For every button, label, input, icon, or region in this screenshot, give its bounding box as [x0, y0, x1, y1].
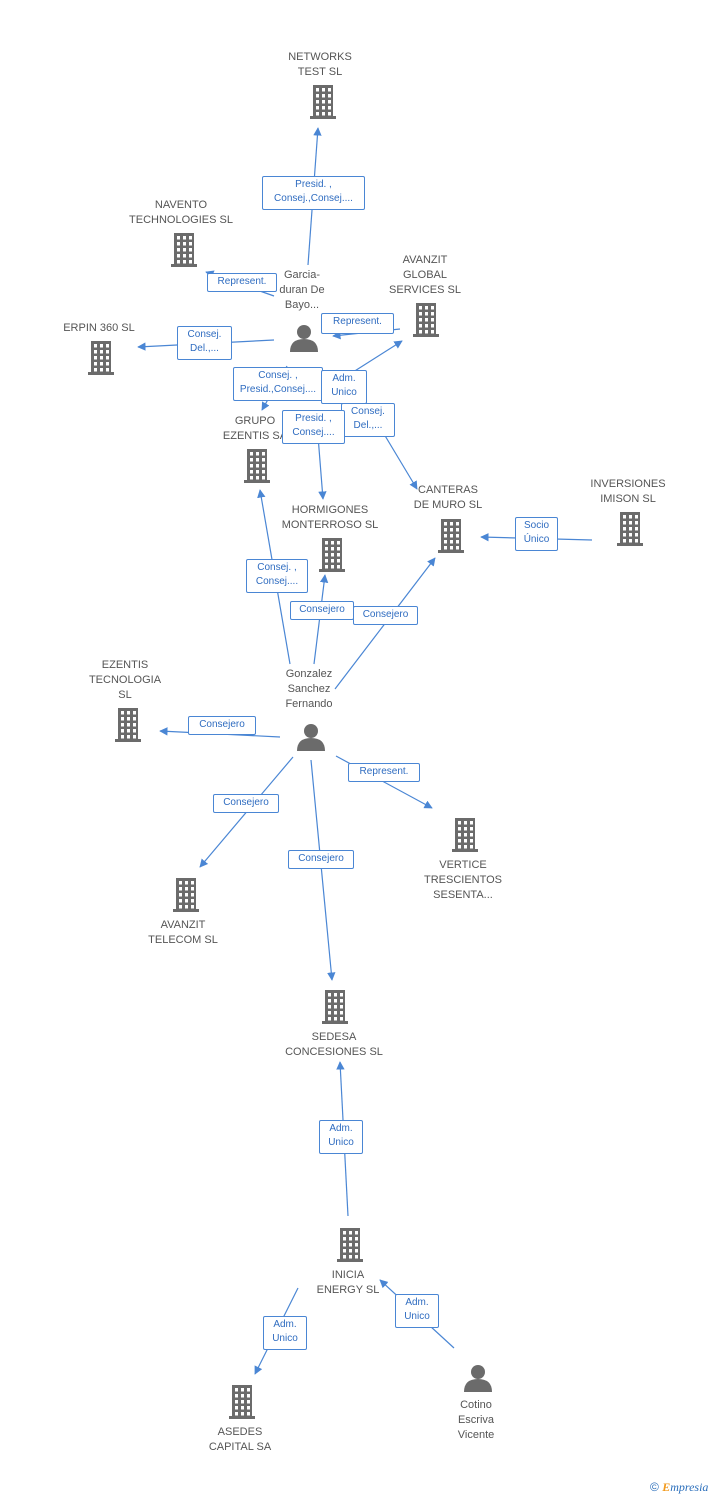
node-label-networks[interactable]: NETWORKS TEST SL: [288, 51, 352, 78]
building-icon-grupo_ezentis[interactable]: [244, 449, 270, 483]
edge-e6: [349, 340, 403, 375]
node-label-gonzalez[interactable]: Gonzalez Sanchez Fernando: [285, 668, 333, 710]
node-label-navento[interactable]: NAVENTO TECHNOLOGIES SL: [129, 199, 233, 226]
edge-label-e15[interactable]: Consejero: [213, 794, 279, 813]
edge-label-e1[interactable]: Presid. , Consej.,Consej....: [262, 176, 365, 210]
edge-label-e18[interactable]: Adm. Unico: [263, 1316, 307, 1350]
building-icon-hormigones[interactable]: [319, 538, 345, 572]
edge-label-e13[interactable]: Consejero: [188, 716, 256, 735]
edge-e16: [310, 759, 336, 981]
person-icon-gonzalez[interactable]: [297, 724, 325, 751]
building-icon-erpin[interactable]: [88, 341, 114, 375]
edge-label-e2[interactable]: Represent.: [207, 273, 277, 292]
edge-label-e16[interactable]: Consejero: [288, 850, 354, 869]
edge-label-e19[interactable]: Adm. Unico: [395, 1294, 439, 1328]
building-icon-avanzit_global[interactable]: [413, 303, 439, 337]
edge-label-e14[interactable]: Represent.: [348, 763, 420, 782]
building-icon-networks[interactable]: [310, 85, 336, 119]
node-label-hormigones[interactable]: HORMIGONES MONTERROSO SL: [281, 504, 379, 531]
node-label-ezentis_tec[interactable]: EZENTIS TECNOLOGIA SL: [88, 659, 162, 701]
edge-label-e4[interactable]: Consej. Del.,...: [177, 326, 232, 360]
edge-label-e17[interactable]: Adm. Unico: [319, 1120, 363, 1154]
node-label-vertice[interactable]: VERTICE TRESCIENTOS SESENTA...: [423, 859, 503, 901]
node-label-canteras[interactable]: CANTERAS DE MURO SL: [413, 484, 483, 511]
node-label-asedes[interactable]: ASEDES CAPITAL SA: [208, 1426, 272, 1453]
building-icon-canteras[interactable]: [438, 519, 464, 553]
person-icon-cotino[interactable]: [464, 1365, 492, 1392]
building-icon-inicia[interactable]: [337, 1228, 363, 1262]
building-icon-avanzit_telecom[interactable]: [173, 878, 199, 912]
node-label-inicia[interactable]: INICIA ENERGY SL: [316, 1269, 380, 1296]
edge-label-e5[interactable]: Consej. , Presid.,Consej....: [233, 367, 323, 401]
copyright-symbol: ©: [650, 1480, 659, 1494]
building-icon-vertice[interactable]: [452, 818, 478, 852]
building-icon-inversiones[interactable]: [617, 512, 643, 546]
edge-label-e6[interactable]: Adm. Unico: [321, 370, 367, 404]
node-label-avanzit_global[interactable]: AVANZIT GLOBAL SERVICES SL: [389, 254, 461, 296]
edge-label-e8[interactable]: Presid. , Consej....: [282, 410, 345, 444]
edge-label-e3[interactable]: Represent.: [321, 313, 394, 334]
edge-e8: [317, 435, 327, 500]
edge-label-e9[interactable]: Socio Único: [515, 517, 558, 551]
edge-label-e7[interactable]: Consej. Del.,...: [341, 403, 395, 437]
node-label-sedesa[interactable]: SEDESA CONCESIONES SL: [285, 1031, 383, 1058]
node-label-avanzit_telecom[interactable]: AVANZIT TELECOM SL: [148, 919, 218, 946]
node-label-inversiones[interactable]: INVERSIONES IMISON SL: [590, 478, 666, 505]
building-icon-asedes[interactable]: [229, 1385, 255, 1419]
building-icon-ezentis_tec[interactable]: [115, 708, 141, 742]
node-label-cotino[interactable]: Cotino Escriva Vicente: [457, 1399, 495, 1441]
building-icon-sedesa[interactable]: [322, 990, 348, 1024]
empresia-logo[interactable]: © Empresia: [650, 1480, 708, 1495]
edge-label-e12[interactable]: Consejero: [353, 606, 418, 625]
edge-label-e10[interactable]: Consej. , Consej....: [246, 559, 308, 593]
icons-layer: [88, 85, 643, 1419]
node-label-erpin[interactable]: ERPIN 360 SL: [63, 322, 135, 334]
person-icon-garcia[interactable]: [290, 325, 318, 352]
building-icon-navento[interactable]: [171, 233, 197, 267]
edge-label-e11[interactable]: Consejero: [290, 601, 354, 620]
node-label-garcia[interactable]: Garcia- duran De Bayo...: [279, 269, 325, 311]
brand-name: Empresia: [662, 1480, 709, 1494]
